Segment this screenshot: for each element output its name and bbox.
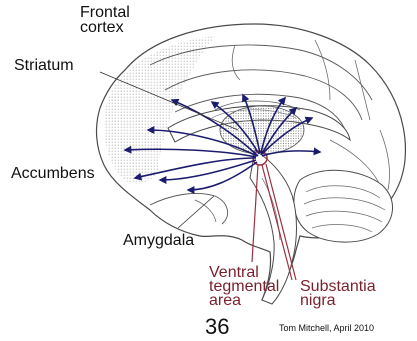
label-substantia-nigra: Substantia nigra	[300, 280, 376, 308]
label-striatum: Striatum	[14, 57, 74, 75]
label-accumbens: Accumbens	[11, 165, 95, 183]
label-vta-line3: area	[209, 294, 279, 308]
label-frontal-cortex-line2: cortex	[80, 20, 130, 35]
label-frontal-cortex-line1: Frontal	[80, 5, 130, 20]
page-number: 36	[205, 316, 229, 338]
label-ventral-tegmental-area: Ventral tegmental area	[209, 266, 279, 308]
credit-text: Tom Mitchell, April 2010	[279, 323, 374, 333]
label-sn-line2: nigra	[300, 294, 376, 308]
label-frontal-cortex: Frontal cortex	[80, 5, 130, 35]
label-amygdala: Amygdala	[123, 232, 194, 250]
